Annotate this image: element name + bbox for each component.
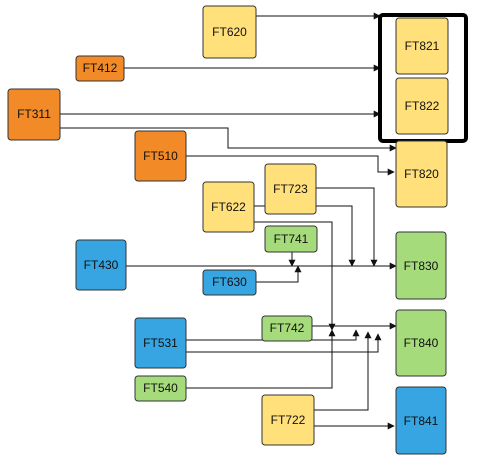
edge-ft540-ft840 xyxy=(186,329,336,389)
edge-ft311-ft820 xyxy=(60,127,397,152)
node-ft830[interactable]: FT830 xyxy=(395,231,447,300)
node-ft741[interactable]: FT741 xyxy=(264,225,318,253)
node-label: FT531 xyxy=(143,336,178,350)
node-label: FT723 xyxy=(273,182,308,196)
node-ft430[interactable]: FT430 xyxy=(75,239,127,291)
node-label: FT311 xyxy=(17,107,51,121)
node-label: FT741 xyxy=(274,232,309,246)
node-label: FT630 xyxy=(212,275,247,289)
edge-ft531-ft840-b xyxy=(186,333,382,353)
node-ft531[interactable]: FT531 xyxy=(134,317,187,369)
node-ft622[interactable]: FT622 xyxy=(202,181,255,233)
node-label: FT722 xyxy=(271,413,306,427)
node-ft620[interactable]: FT620 xyxy=(202,5,257,59)
node-ft630[interactable]: FT630 xyxy=(202,269,257,296)
node-ft311[interactable]: FT311 xyxy=(7,88,61,141)
edge-ft531-ft840-a xyxy=(186,329,360,341)
node-label: FT430 xyxy=(84,258,119,272)
node-label: FT821 xyxy=(405,39,440,53)
node-ft820[interactable]: FT820 xyxy=(395,140,448,208)
node-label: FT841 xyxy=(404,414,439,428)
node-label: FT840 xyxy=(404,336,439,350)
node-ft840[interactable]: FT840 xyxy=(395,309,447,377)
edge-ft510-ft820 xyxy=(186,155,395,176)
node-label: FT822 xyxy=(405,99,440,113)
edge-ft722-ft840 xyxy=(314,331,372,411)
edge-ft723-ft830 xyxy=(316,187,378,267)
node-ft742[interactable]: FT742 xyxy=(261,315,313,342)
node-ft841[interactable]: FT841 xyxy=(395,386,447,455)
node-ft412[interactable]: FT412 xyxy=(75,55,125,82)
node-label: FT412 xyxy=(83,61,118,75)
node-ft821[interactable]: FT821 xyxy=(395,17,449,75)
node-ft510[interactable]: FT510 xyxy=(134,130,187,182)
node-label: FT510 xyxy=(143,149,178,163)
edge-ft630-ft830 xyxy=(256,265,302,283)
node-ft723[interactable]: FT723 xyxy=(264,163,317,215)
edge-ft622-ft840 xyxy=(254,221,336,331)
node-label: FT620 xyxy=(212,25,247,39)
node-ft540[interactable]: FT540 xyxy=(134,375,187,402)
node-label: FT622 xyxy=(211,200,246,214)
node-label: FT820 xyxy=(404,167,439,181)
node-ft722[interactable]: FT722 xyxy=(261,394,315,446)
node-ft822[interactable]: FT822 xyxy=(395,77,449,135)
node-label: FT540 xyxy=(143,381,178,395)
node-label: FT742 xyxy=(270,321,305,335)
node-label: FT830 xyxy=(404,259,439,273)
edges xyxy=(60,12,397,430)
